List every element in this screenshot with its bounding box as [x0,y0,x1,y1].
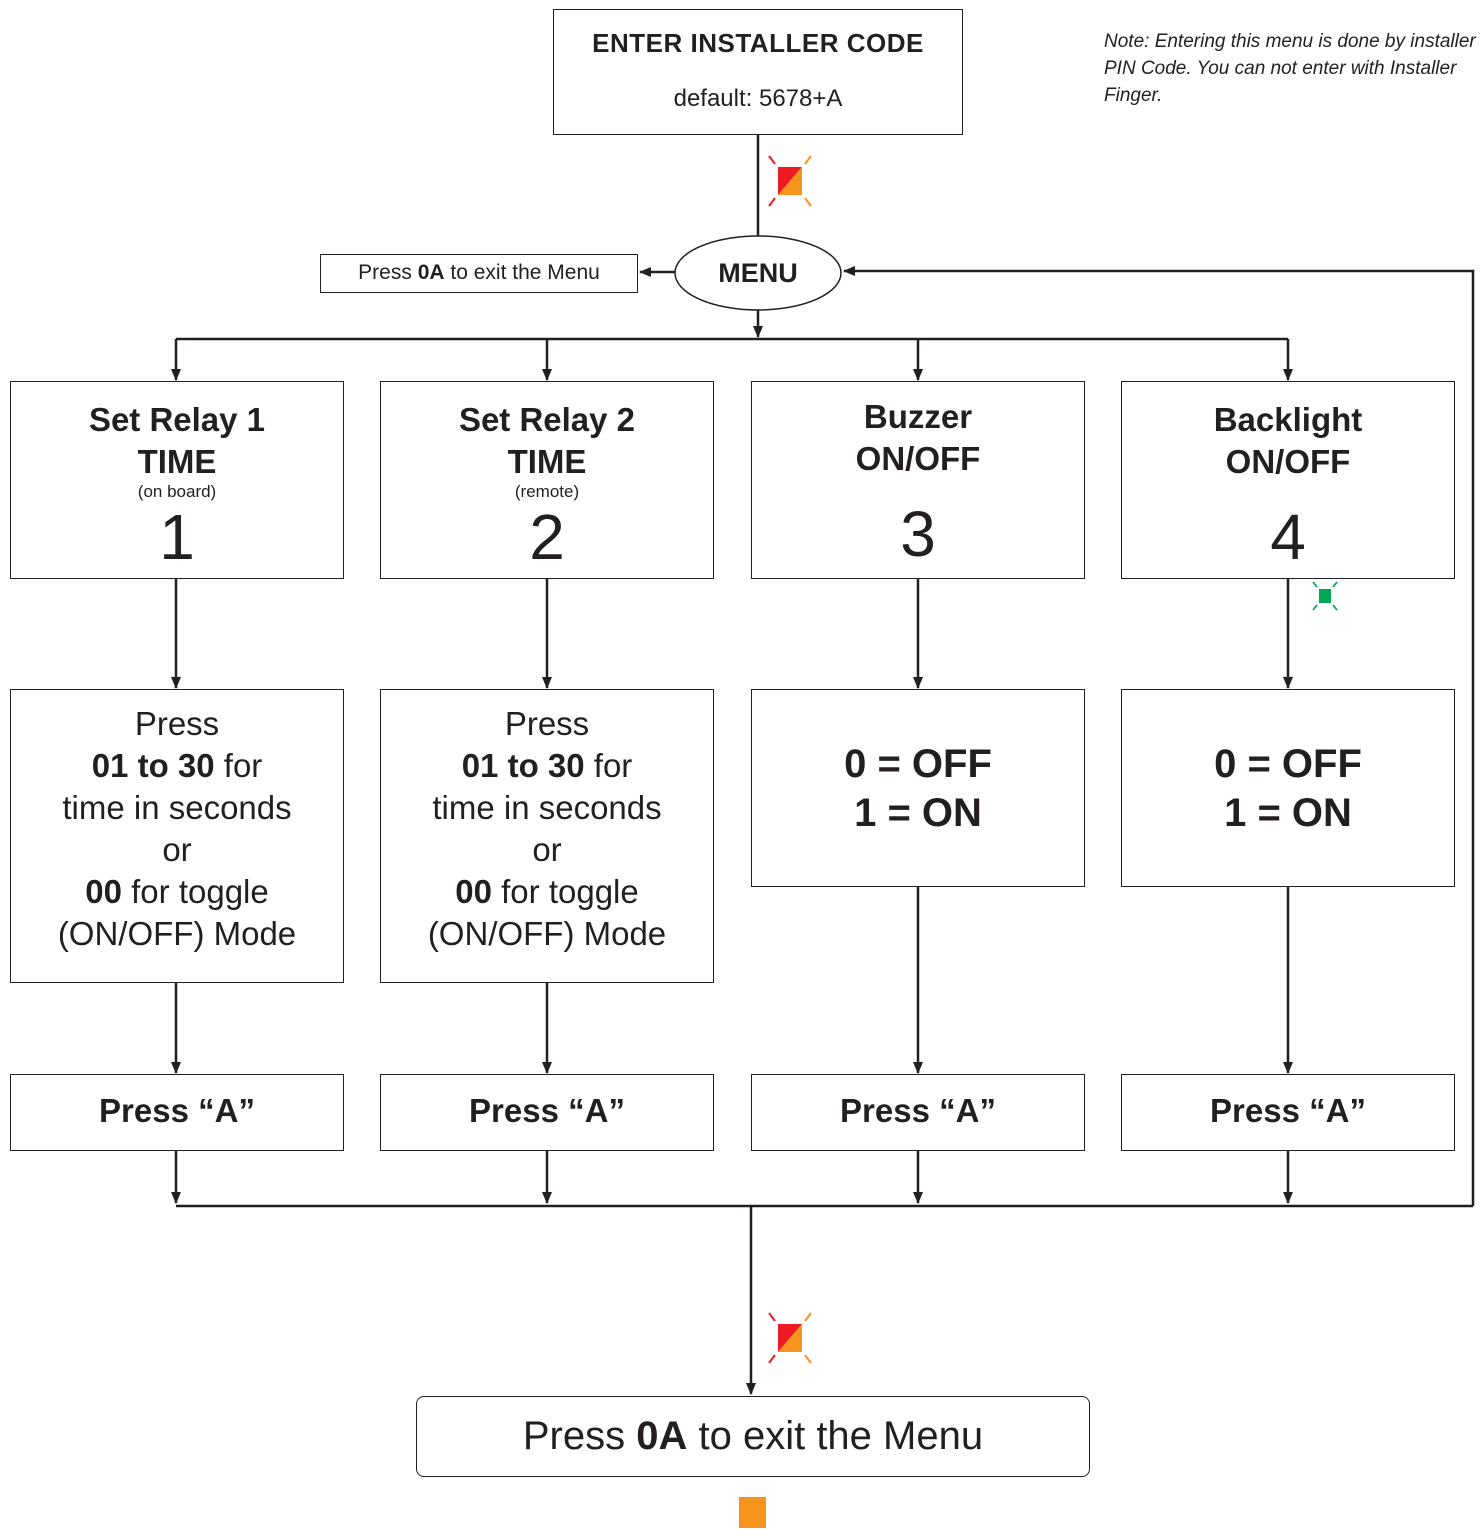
option-set-relay-2: Set Relay 2 TIME (remote) 2 [380,381,714,579]
installer-code-box: ENTER INSTALLER CODE default: 5678+A [553,9,963,135]
option-title: Backlight [1213,401,1363,438]
instruction-press: Press [504,705,590,742]
value-off: 0 = OFF [1214,742,1362,786]
instruction-mode: (ON/OFF) Mode [57,915,297,952]
instruction-or: or [532,831,562,868]
value-on: 1 = ON [854,791,982,835]
option-set-relay-1: Set Relay 1 TIME (on board) 1 [10,381,344,579]
press-a-box-2: Press “A” [380,1074,714,1151]
led-red-orange-blinking-icon [768,155,812,207]
exit-menu-small-box: Press 0A to exit the Menu [320,254,638,293]
option-subtitle: (remote) [514,482,580,501]
exit-small-post: to exit the Menu [444,261,600,284]
instruction-relay-2: Press 01 to 30 for time in seconds or 00… [380,689,714,983]
instruction-press: Press [134,705,220,742]
option-subtitle: (on board) [137,482,217,501]
option-title-2: ON/OFF [855,440,981,477]
connector-loop-back-to-menu [843,266,1475,1206]
option-title: Set Relay 2 [458,401,636,438]
instruction-relay-1: Press 01 to 30 for time in seconds or 00… [10,689,344,983]
value-off: 0 = OFF [844,742,992,786]
press-a-box-3: Press “A” [751,1074,1085,1151]
option-buzzer: Buzzer ON/OFF 3 [751,381,1085,579]
option-title: Set Relay 1 [88,401,266,438]
instruction-range: 01 to 30 [91,747,215,784]
instruction-range-suffix: for [584,747,633,784]
instruction-toggle-suffix: for toggle [491,873,639,910]
value-on: 1 = ON [1224,791,1352,835]
instruction-line: time in seconds [62,789,292,826]
option-number: 3 [900,498,936,570]
option-title-2: TIME [137,443,217,480]
values-backlight: 0 = OFF 1 = ON [1121,689,1455,887]
led-green-blinking-icon [1312,581,1338,611]
installer-code-title: ENTER INSTALLER CODE [592,28,924,58]
option-number: 1 [159,501,195,573]
installer-code-default: default: 5678+A [673,85,843,112]
instruction-toggle-suffix: for toggle [121,873,269,910]
option-title-2: TIME [507,443,587,480]
exit-big-key: 0A [636,1414,688,1458]
press-a-box-1: Press “A” [10,1074,344,1151]
values-buzzer: 0 = OFF 1 = ON [751,689,1085,887]
led-orange-steady-icon [739,1497,766,1528]
instruction-toggle-key: 00 [455,873,492,910]
option-title-2: ON/OFF [1225,443,1351,480]
option-number: 2 [529,501,565,573]
exit-small-pre: Press [358,261,418,284]
exit-big-post: to exit the Menu [687,1414,984,1458]
led-red-orange-blinking-icon [768,1312,812,1364]
option-backlight: Backlight ON/OFF 4 [1121,381,1455,579]
exit-menu-box: Press 0A to exit the Menu [416,1396,1090,1477]
exit-small-key: 0A [417,261,445,284]
instruction-line: time in seconds [432,789,662,826]
instruction-or: or [162,831,192,868]
instruction-range: 01 to 30 [461,747,585,784]
instruction-range-suffix: for [214,747,263,784]
option-number: 4 [1270,501,1306,573]
instruction-mode: (ON/OFF) Mode [427,915,667,952]
menu-ellipse [674,235,842,311]
instruction-toggle-key: 00 [85,873,122,910]
menu-label: MENU [718,258,798,288]
option-title: Buzzer [863,398,973,435]
exit-big-pre: Press [522,1414,637,1458]
press-a-box-4: Press “A” [1121,1074,1455,1151]
note-text: Note: Entering this menu is done by inst… [1104,31,1476,106]
